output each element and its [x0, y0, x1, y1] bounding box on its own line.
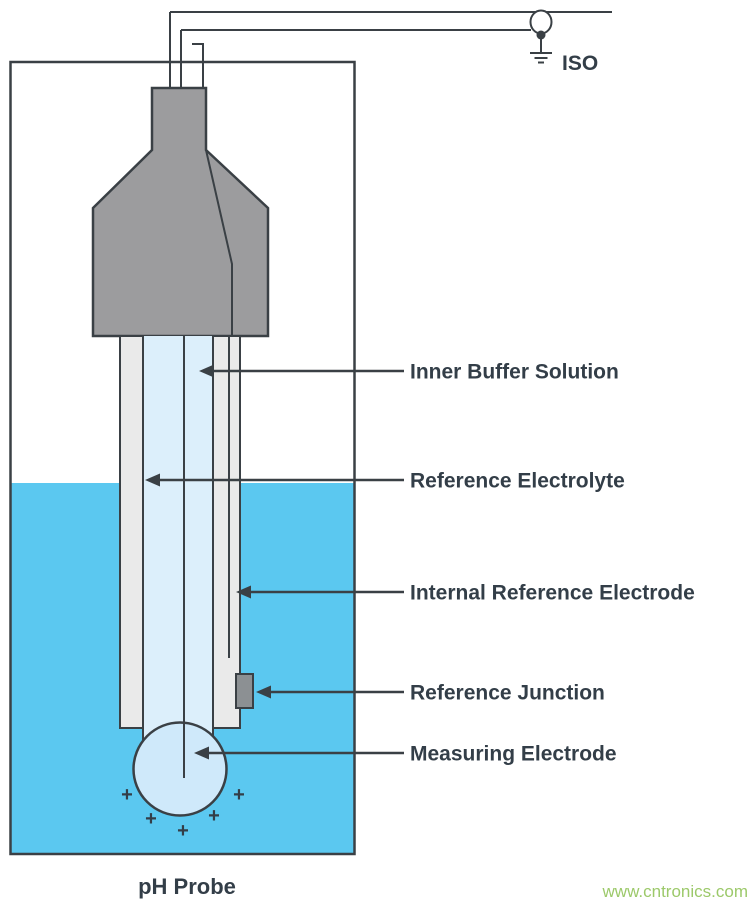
measuring-bulb	[132, 721, 228, 817]
probe-cap-seam	[205, 149, 233, 336]
label-internal-reference-electrode: Internal Reference Electrode	[410, 582, 695, 605]
plus-sign: +	[233, 784, 245, 806]
watermark-text: www.cntronics.com	[602, 882, 748, 901]
arrowhead-icon	[145, 473, 160, 487]
inner-buffer-tube	[143, 336, 213, 746]
arrowhead-icon	[236, 585, 251, 599]
label-measuring-electrode: Measuring Electrode	[410, 743, 617, 766]
arrowhead-icon	[199, 364, 214, 378]
plus-sign: +	[177, 820, 189, 842]
iso-label: ISO	[562, 52, 598, 75]
outer-tube-right-wall	[212, 335, 241, 729]
callout-internal-reference-electrode: Internal Reference Electrode	[236, 582, 695, 605]
label-inner-buffer-solution: Inner Buffer Solution	[410, 361, 619, 384]
plus-sign: +	[208, 805, 220, 827]
callout-measuring-electrode: Measuring Electrode	[194, 743, 617, 766]
callout-reference-electrolyte: Reference Electrolyte	[145, 470, 625, 493]
arrowhead-icon	[194, 746, 209, 760]
callout-reference-junction: Reference Junction	[256, 682, 605, 705]
plus-sign: +	[145, 808, 157, 830]
iso-connector-icon	[529, 9, 553, 35]
reference-junction-marker	[235, 673, 254, 709]
probe-cap	[91, 86, 270, 338]
label-reference-junction: Reference Junction	[410, 682, 605, 705]
beaker-outline	[9, 60, 356, 856]
ground-icon	[530, 35, 552, 64]
diagram-caption: pH Probe	[138, 874, 236, 899]
callout-inner-buffer: Inner Buffer Solution	[199, 361, 619, 384]
label-reference-electrolyte: Reference Electrolyte	[410, 470, 625, 493]
arrowhead-icon	[256, 685, 271, 699]
outer-tube-left-wall	[119, 335, 144, 729]
plus-sign: +	[121, 784, 133, 806]
wire-right-jog	[192, 43, 204, 90]
